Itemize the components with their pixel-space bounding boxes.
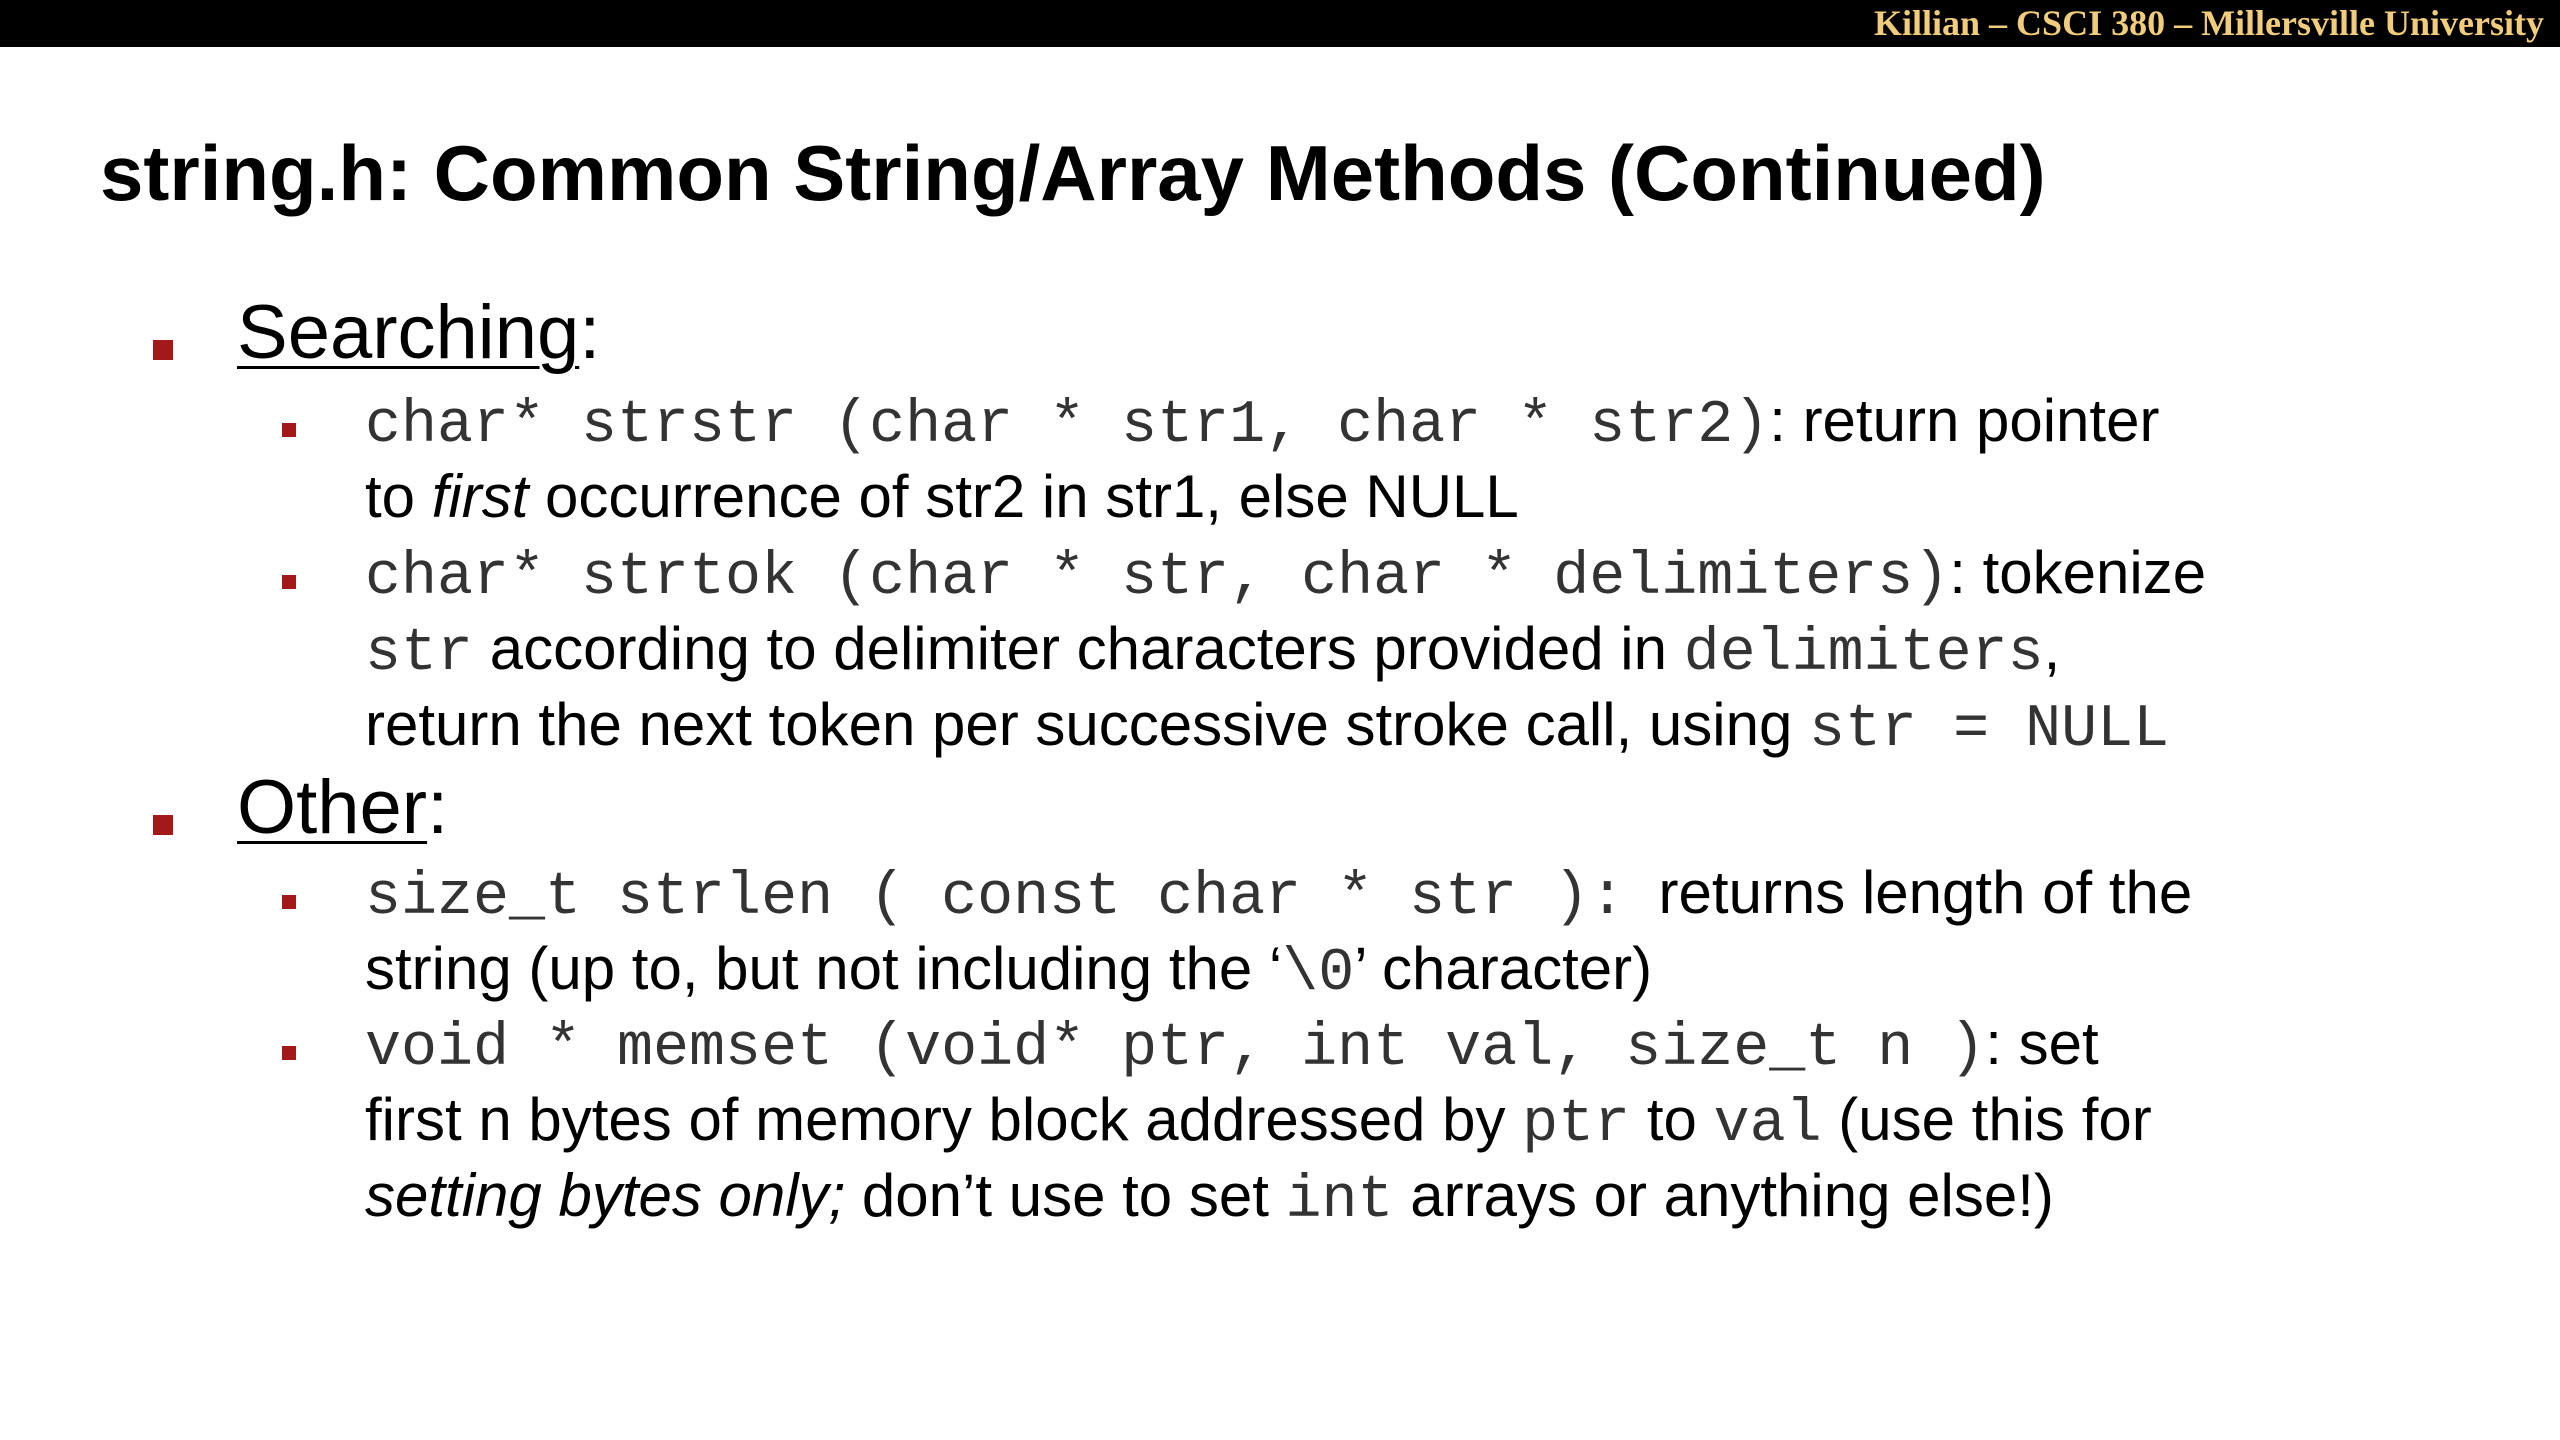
list-item-strtok: char* strtok (char * str, char * delimit… (365, 539, 2207, 764)
section-heading-searching: Searching: (237, 290, 601, 375)
section-heading-label: Other (237, 765, 428, 850)
course-credit: Killian – CSCI 380 – Millersville Univer… (1874, 3, 2544, 43)
bullet-square-icon (282, 575, 296, 589)
code-signature: void * memset (void* ptr, int val, size_… (365, 1015, 1986, 1083)
code-signature: char* strstr (char * str1, char * str2) (365, 392, 1770, 460)
bullet-square-icon (282, 895, 296, 909)
slide-title: string.h: Common String/Array Methods (C… (100, 129, 2046, 217)
list-item-strstr: char* strstr (char * str1, char * str2):… (365, 387, 2160, 530)
bullet-square-icon (282, 1046, 296, 1060)
code-signature: char* strtok (char * str, char * delimit… (365, 544, 1950, 612)
list-item-strlen: size_t strlen ( const char * str ): retu… (365, 859, 2193, 1008)
section-heading-label: Searching (237, 290, 580, 375)
bullet-square-icon (282, 423, 296, 437)
list-item-memset: void * memset (void* ptr, int val, size_… (365, 1010, 2152, 1235)
code-signature: size_t strlen ( const char * str ): (365, 864, 1626, 932)
bullet-square-icon (153, 815, 173, 835)
bullet-square-icon (153, 340, 173, 360)
section-heading-other: Other: (237, 765, 449, 850)
top-bar: Killian – CSCI 380 – Millersville Univer… (0, 0, 2560, 47)
